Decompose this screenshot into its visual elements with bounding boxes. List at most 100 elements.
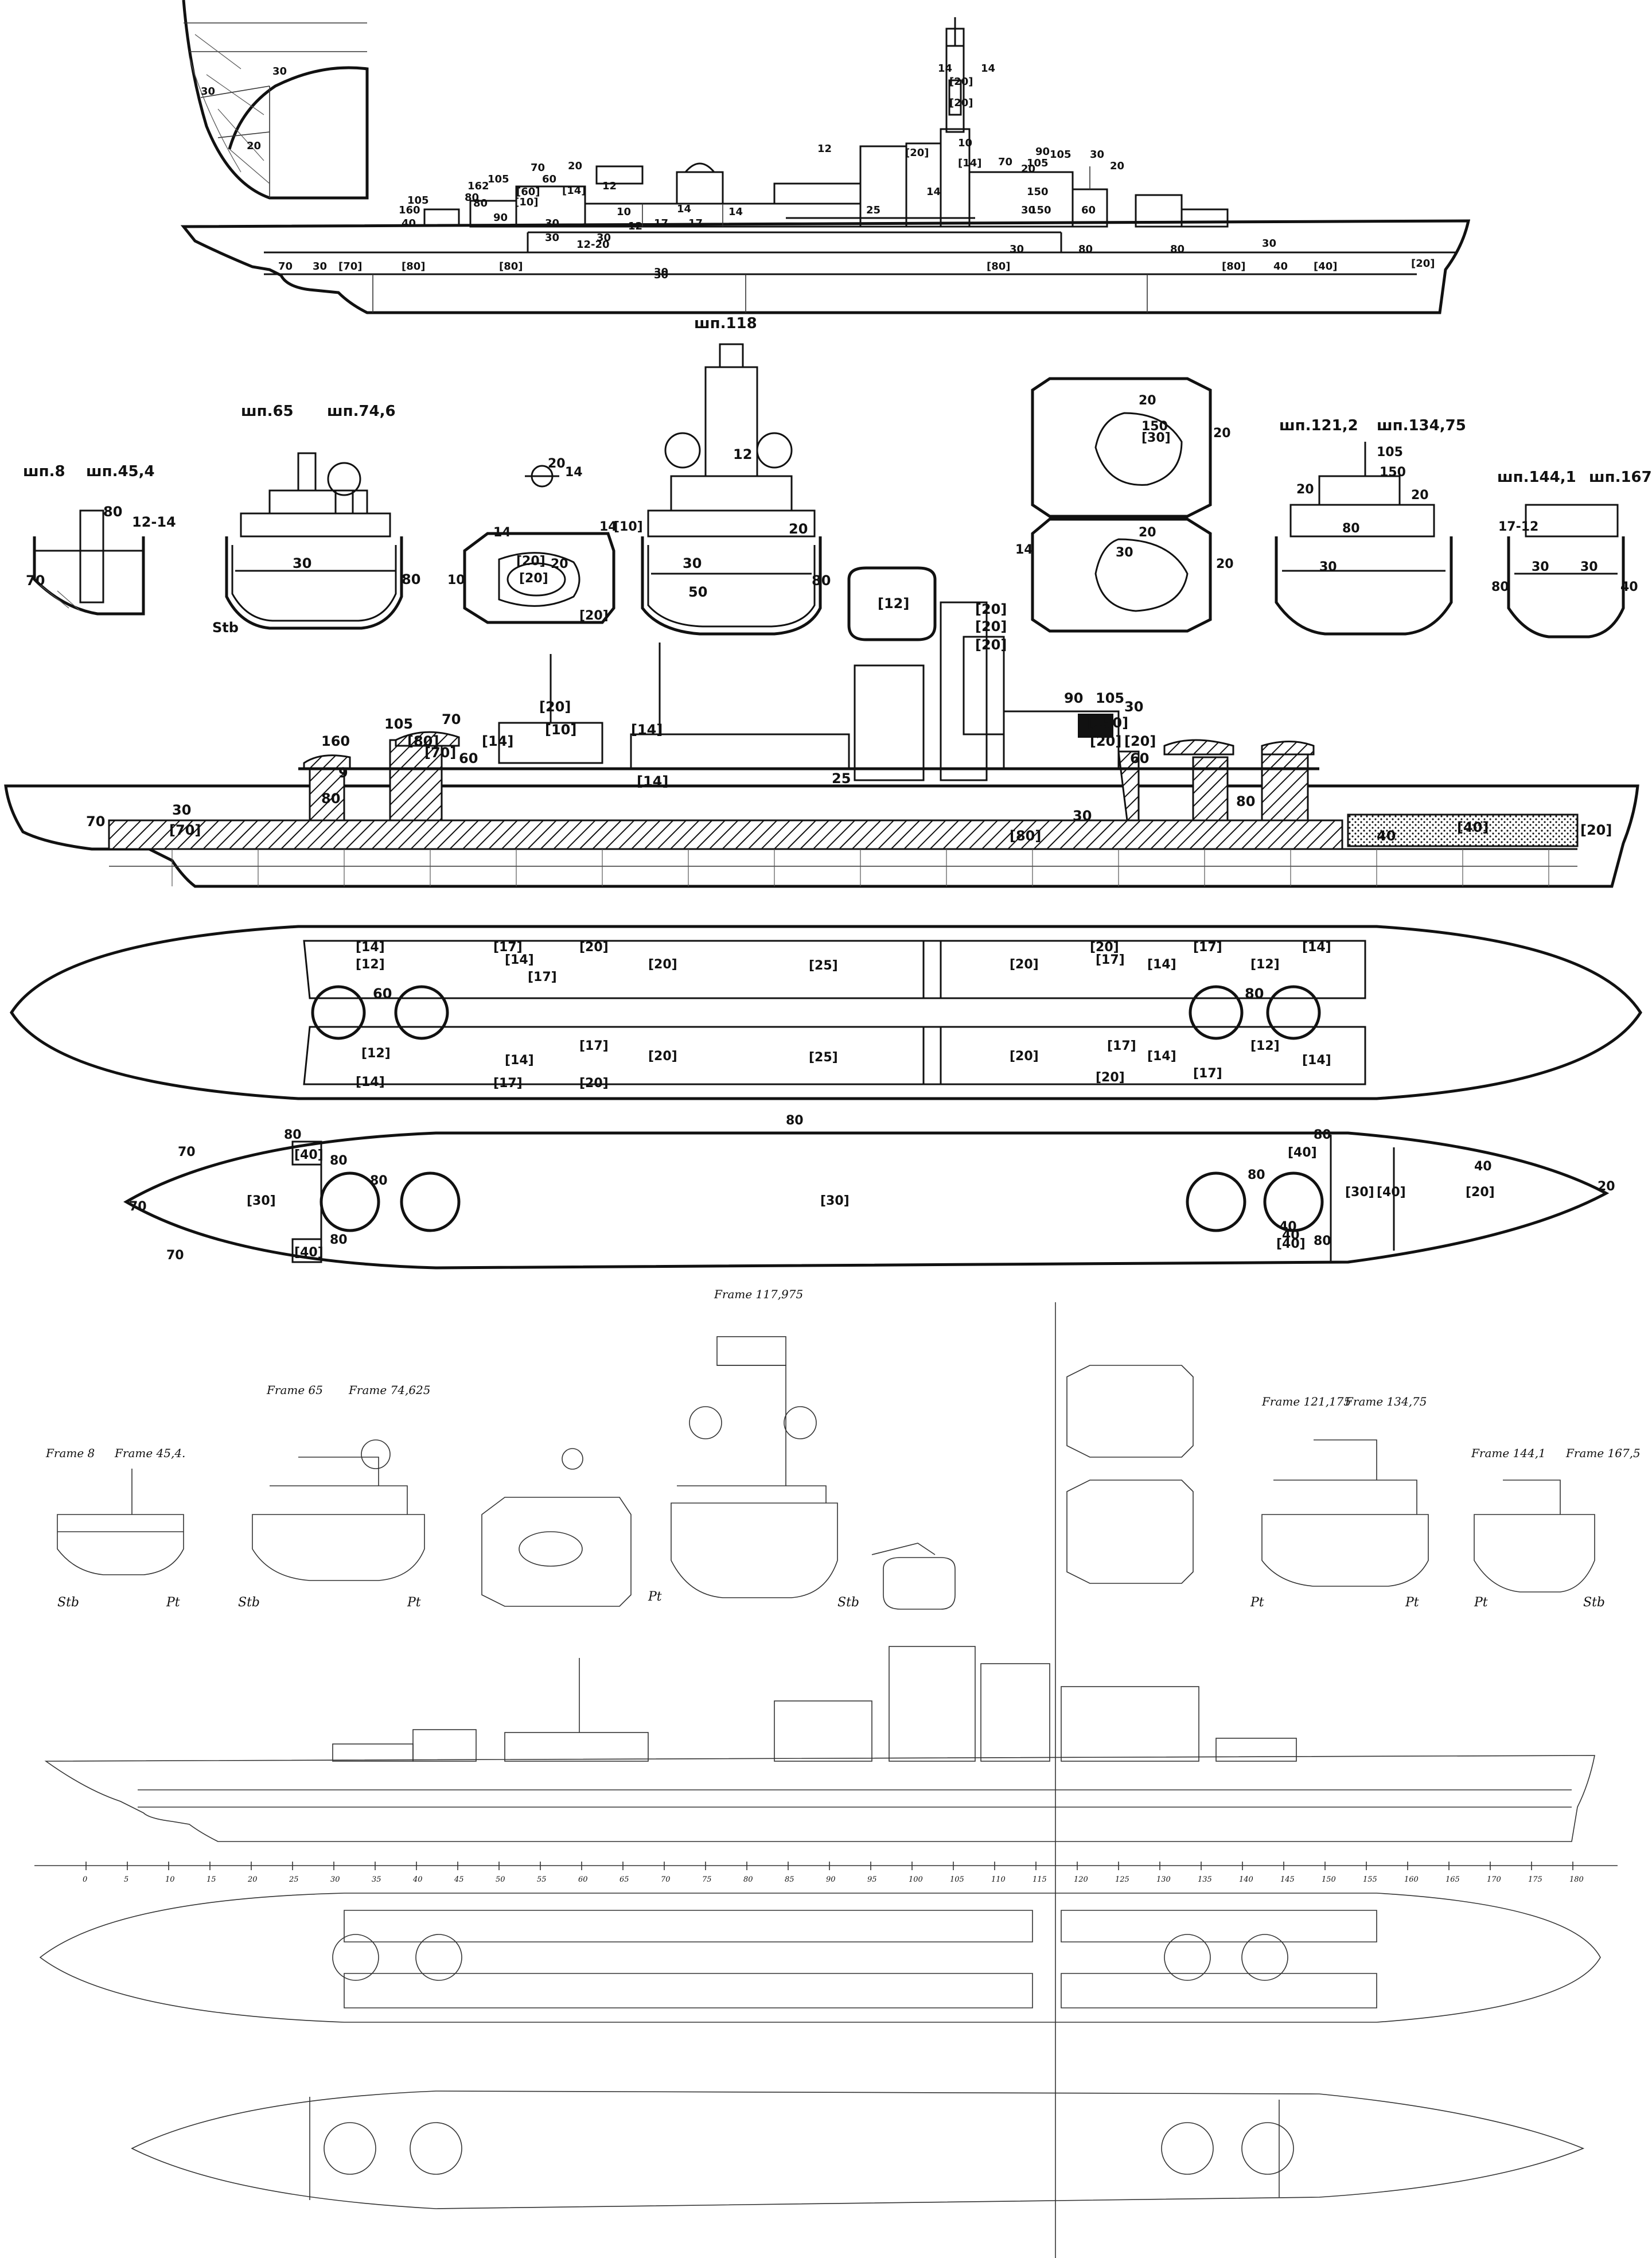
top-label-37: [14] [958,157,982,169]
top-label-34: 12-20 [576,239,610,251]
turret-a-label-1: 14 [565,465,583,480]
frame-scale-label-33: 165 [1446,1875,1460,1884]
upper-deck-top-label-3: [14] [505,953,534,967]
top-label-41: 70 [998,156,1012,168]
frame-label-ru-144-1: шп.144,1 [1497,469,1576,486]
top-label-25: 30 [545,217,559,229]
top-label-6: [20] [949,97,973,109]
main-label-15: [14] [637,773,668,789]
top-label-32: 30 [597,232,611,244]
lower-deck-label-18: 40 [1279,1220,1297,1234]
top-label-33: 30 [545,232,559,244]
lower-deck-label-7: [40] [294,1245,324,1260]
top-label-8: [20] [905,147,929,159]
lower-deck-label-13: 80 [1314,1128,1331,1142]
top-label-62: 40 [1273,260,1288,272]
upper-deck-top-label-0: [14] [356,940,385,955]
upper-deck-bottom-label-0: [12] [361,1046,391,1061]
main-label-5: [14] [482,733,513,749]
lower-deck-labels: 8070[40]8070[30]80[40]8070[30]80[40]8040… [129,1114,1615,1263]
upper-deck-bottom-label-9: [17] [1107,1039,1136,1053]
barbette-label-0: 60 [373,986,392,1002]
s8-label-2: 70 [26,573,45,589]
frame-scale-label-20: 100 [909,1875,923,1884]
upper-deck-top-label-7: [25] [809,959,838,973]
turret-a-label-8: [20] [579,609,609,623]
frame-label-de-134-75: Frame 134,75 [1345,1395,1427,1408]
lower-deck-label-11: 80 [1248,1168,1265,1182]
turret-b-label-4: 14 [1015,543,1033,557]
top-label-40: 105 [1050,149,1072,161]
top-label-56: [80] [987,260,1011,272]
top-label-54: [80] [499,260,523,272]
frame-scale-label-7: 35 [372,1875,381,1884]
top-label-18: 60 [542,173,556,185]
frame-scale-label-31: 155 [1363,1875,1377,1884]
top-label-3: 14 [938,63,952,75]
turret-a-label-3: [10] [614,520,643,534]
upper-deck-bottom-label-7: [25] [809,1050,838,1065]
top-label-36: 25 [866,204,880,216]
lower-deck-label-16: [40] [1377,1185,1406,1200]
frame-scale-label-10: 50 [496,1875,505,1884]
s121-label-2: 20 [1411,488,1429,503]
lower-deck-label-2: [40] [294,1148,324,1162]
frame-scale-label-14: 70 [661,1875,671,1884]
top-label-7: 12 [817,143,832,155]
upper-deck-bottom-label-5: [17] [579,1039,609,1053]
top-label-28: 17 [654,217,668,229]
boat-label: [12] [878,595,909,612]
s118-label-3: 50 [688,584,707,600]
top-label-12: 160 [399,204,420,216]
frame-label-de-45-4: Frame 45,4. [114,1446,185,1460]
upper-deck-bottom-label-8: [20] [1010,1049,1039,1064]
lower-deck-label-20: 80 [786,1114,804,1128]
s8-label-0: 80 [103,504,122,520]
turret-b-label-2: [30] [1141,431,1171,445]
main-label-30: 40 [1377,828,1396,844]
main-label-22: 60 [1130,750,1149,766]
turret-a-label-6: 10 [447,573,465,587]
s144-label-0: 17-12 [1498,520,1538,534]
label-pt-6: Pt [1474,1595,1488,1610]
main-label-13: 80 [321,791,340,807]
main-label-3: [20] [975,637,1007,653]
frame-scale-label-2: 10 [165,1875,175,1884]
frame-scale-label-5: 25 [289,1875,299,1884]
upper-deck-top-label-2: [20] [579,940,609,955]
lower-deck-label-1: 70 [178,1145,196,1159]
top-label-24: 90 [493,212,508,224]
frame-scale-label-13: 65 [620,1875,629,1884]
frame-scale-label-32: 160 [1404,1875,1419,1884]
frame-scale-label-25: 125 [1115,1875,1129,1884]
lower-deck-label-10: [30] [820,1194,850,1208]
top-label-53: [80] [402,260,426,272]
turret-b-label-3: 20 [1213,426,1231,441]
s118-label-4: 80 [812,573,831,589]
main-label-6: 105 [384,716,413,732]
top-label-48: 60 [1081,204,1096,216]
upper-deck-top-label-11: [12] [1250,957,1280,972]
upper-deck-top-label-6: [20] [648,957,677,972]
main-label-25: 70 [86,813,105,830]
lower-deck-label-9: 70 [166,1248,184,1263]
upper-deck-plan: [14] [17] [20] [14] [12] [17] [20] [25] [20] [17]… [10,925,1642,1100]
frame-label-de-74-625: Frame 74,625 [348,1383,431,1397]
main-label-9: [80] [407,733,439,749]
turret-a-label-4: [20] [516,554,546,569]
frame-label-de-121-175: Frame 121,175 [1261,1395,1351,1408]
original-german-drawings: Frame 117,975 Frame 65 Frame 74,625 Fram… [34,1287,1641,2258]
upper-deck-top-label-10: [14] [1147,957,1176,972]
main-label-27: [80] [1010,828,1041,844]
upper-deck-top-label-13: [17] [1193,940,1222,955]
main-label-16: 90 [1064,690,1083,706]
main-label-8: 160 [321,733,350,749]
top-label-23: 105 [488,173,509,185]
upper-deck-bottom-label-6: [20] [648,1049,677,1064]
lower-deck-label-22: [40] [1276,1237,1306,1251]
s144-label-4: 40 [1620,580,1638,594]
s121-label-4: 80 [1342,521,1360,536]
